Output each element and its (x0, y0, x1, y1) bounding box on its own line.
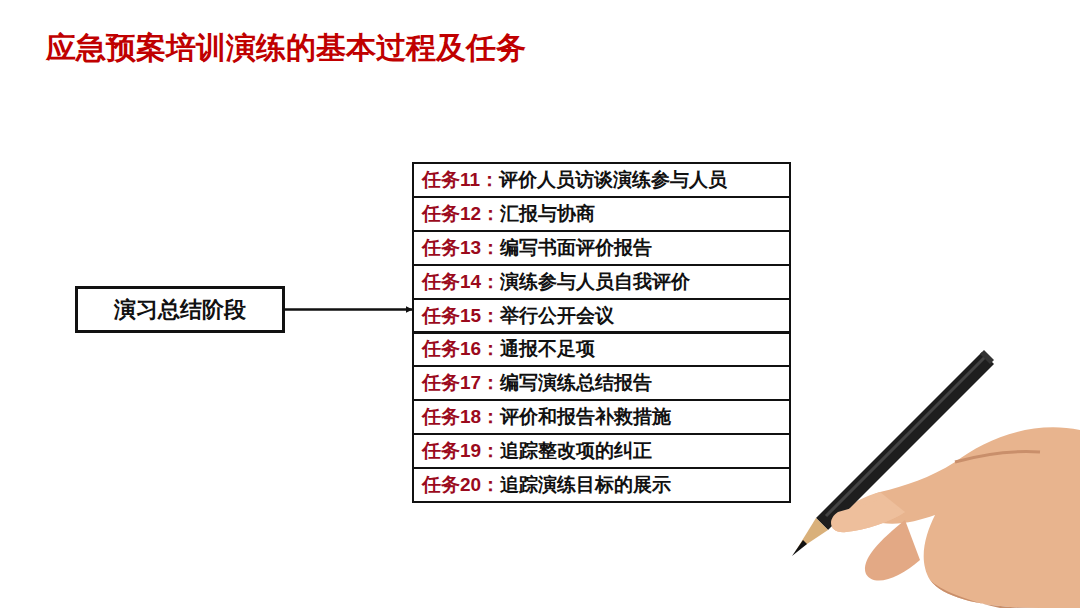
task-number: 任务14： (422, 269, 500, 295)
task-number: 任务18： (422, 404, 500, 430)
task-number: 任务16： (422, 336, 500, 362)
task-number: 任务12： (422, 201, 500, 227)
hand-illustration (831, 427, 1080, 608)
task-box: 任务15：举行公开会议 (412, 298, 791, 334)
pencil-illustration (792, 350, 994, 556)
task-number: 任务19： (422, 438, 500, 464)
node-label: 追踪整改项的纠正 (500, 438, 652, 464)
task-box: 任务14：演练参与人员自我评价 (412, 264, 791, 300)
node-label: 评价和报告补救措施 (500, 404, 671, 430)
node-label: 演练参与人员自我评价 (500, 269, 690, 295)
slide-title: 应急预案培训演练的基本过程及任务 (46, 28, 526, 69)
task-number: 任务15： (422, 303, 500, 329)
task-number: 任务20： (422, 472, 500, 498)
task-box: 任务16：通报不足项 (412, 332, 791, 368)
task-number: 任务13： (422, 235, 500, 261)
task-box: 任务12：汇报与协商 (412, 196, 791, 232)
node-label: 追踪演练目标的展示 (500, 472, 671, 498)
node-label: 编写书面评价报告 (500, 235, 652, 261)
task-number: 任务17： (422, 370, 500, 396)
stage-box: 演习总结阶段 (75, 286, 285, 333)
node-label: 举行公开会议 (500, 303, 614, 329)
node-label: 编写演练总结报告 (500, 370, 652, 396)
task-box: 任务18：评价和报告补救措施 (412, 399, 791, 435)
task-box: 任务19：追踪整改项的纠正 (412, 433, 791, 469)
task-number: 任务11： (422, 167, 499, 193)
node-label: 评价人员访谈演练参与人员 (499, 167, 727, 193)
node-label: 演习总结阶段 (114, 295, 246, 325)
task-box: 任务20：追踪演练目标的展示 (412, 467, 791, 503)
arrow-connector (285, 308, 412, 311)
task-box: 任务17：编写演练总结报告 (412, 365, 791, 401)
finger-over-pencil (831, 500, 905, 532)
node-label: 汇报与协商 (500, 201, 595, 227)
node-label: 通报不足项 (500, 336, 595, 362)
task-box: 任务11：评价人员访谈演练参与人员 (412, 162, 791, 198)
task-box: 任务13：编写书面评价报告 (412, 230, 791, 266)
